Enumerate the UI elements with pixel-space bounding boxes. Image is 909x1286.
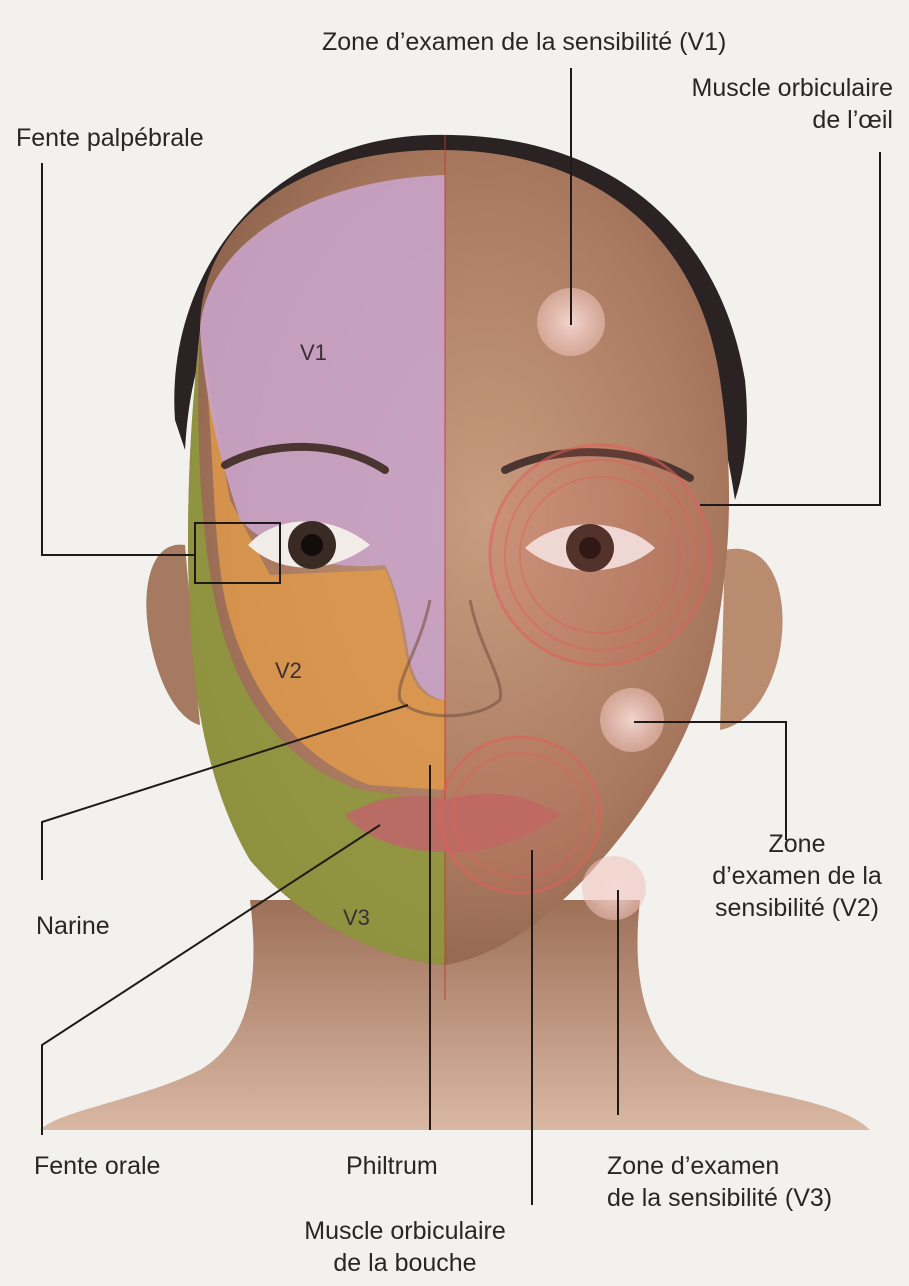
exam-spot-v2 bbox=[600, 688, 664, 752]
right-ear bbox=[720, 549, 783, 730]
label-orbicularis-mouth: Muscle orbiculaire de la bouche bbox=[280, 1215, 530, 1279]
zone-label-v1: V1 bbox=[300, 340, 327, 365]
label-nostril: Narine bbox=[36, 910, 110, 942]
leader-palpebral bbox=[42, 163, 195, 555]
label-orbicularis-eye: Muscle orbiculaire de l’œil bbox=[692, 72, 893, 136]
label-zone-v2: Zone d’examen de la sensibilité (V2) bbox=[692, 828, 902, 924]
label-zone-v3: Zone d’examen de la sensibilité (V3) bbox=[607, 1150, 832, 1214]
label-oral: Fente orale bbox=[34, 1150, 160, 1182]
zone-label-v3: V3 bbox=[343, 905, 370, 930]
exam-spot-v3 bbox=[582, 856, 646, 920]
label-zone-v1: Zone d’examen de la sensibilité (V1) bbox=[322, 26, 726, 58]
orbicularis-oculi-muscle bbox=[490, 445, 710, 665]
orbicularis-oris-muscle bbox=[440, 737, 600, 893]
zone-label-v2: V2 bbox=[275, 658, 302, 683]
label-philtrum: Philtrum bbox=[346, 1150, 438, 1182]
label-palpebral: Fente palpébrale bbox=[16, 122, 204, 154]
